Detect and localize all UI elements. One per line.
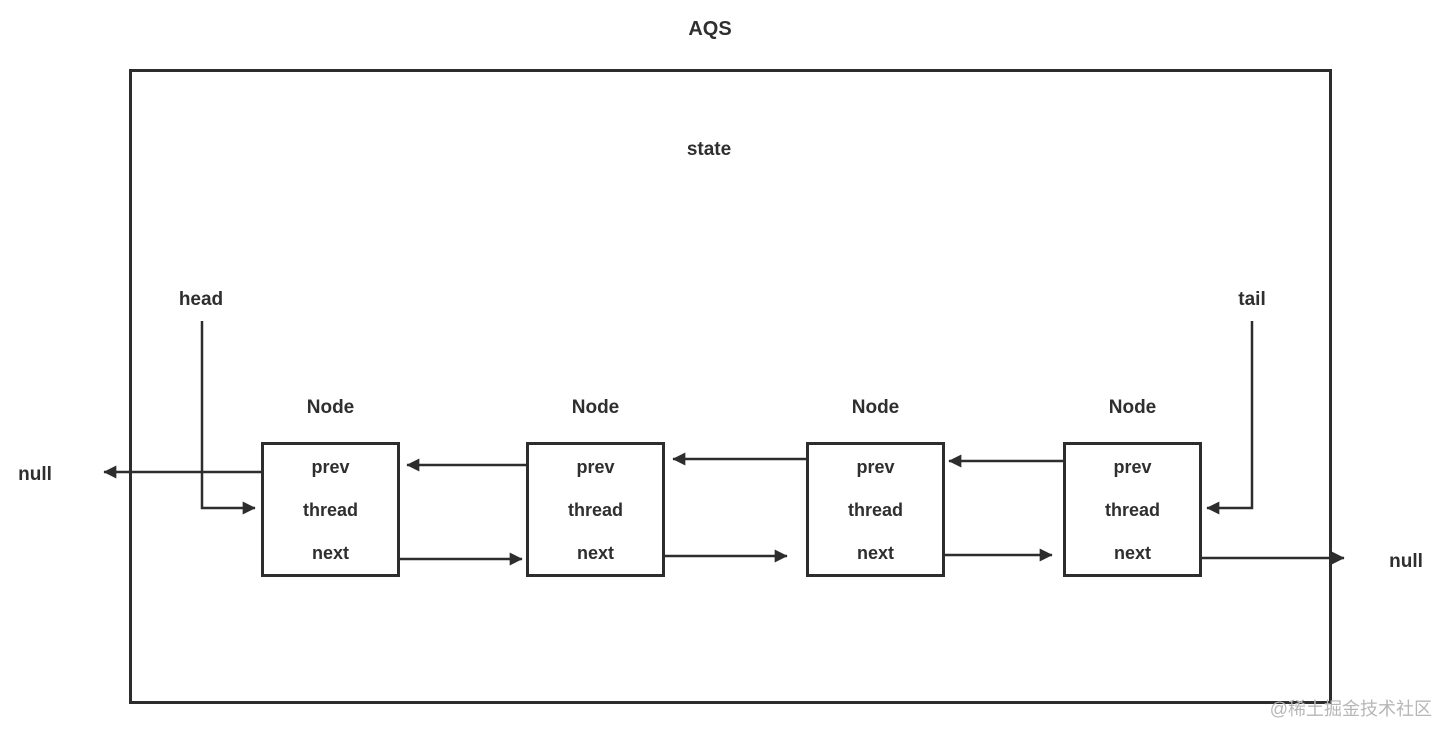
node-4-field-prev: prev [1113, 456, 1152, 477]
node-2-box: prev thread next [526, 442, 665, 577]
null-right-label: null [1389, 551, 1423, 572]
node-1-field-thread: thread [302, 499, 358, 520]
node-3-title: Node [851, 397, 900, 418]
node-3-field-thread: thread [847, 499, 903, 520]
node-2-field-prev: prev [576, 456, 615, 477]
diagram-title: AQS [688, 18, 732, 40]
aqs-container-box [129, 69, 1332, 704]
node-3-box: prev thread next [806, 442, 945, 577]
node-1-box: prev thread next [261, 442, 400, 577]
node-1-field-prev: prev [311, 456, 350, 477]
watermark: @稀土掘金技术社区 [1269, 699, 1432, 719]
node-2-title: Node [571, 397, 620, 418]
state-label: state [686, 139, 732, 160]
null-left-label: null [18, 464, 52, 485]
head-label: head [178, 289, 224, 310]
node-3-field-next: next [856, 542, 894, 563]
node-1-title: Node [306, 397, 355, 418]
node-4-field-next: next [1113, 542, 1151, 563]
node-1-field-next: next [311, 542, 349, 563]
node-4-box: prev thread next [1063, 442, 1202, 577]
node-4-title: Node [1108, 397, 1157, 418]
tail-label: tail [1238, 289, 1266, 310]
node-2-field-thread: thread [567, 499, 623, 520]
node-2-field-next: next [576, 542, 614, 563]
node-4-field-thread: thread [1104, 499, 1160, 520]
node-3-field-prev: prev [856, 456, 895, 477]
